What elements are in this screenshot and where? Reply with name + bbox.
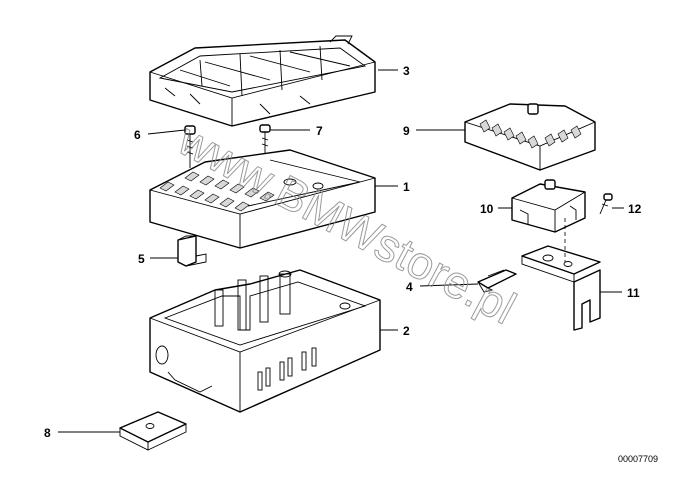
fuse-clips: [159, 171, 275, 212]
callout-5: 5: [138, 252, 145, 266]
callout-6: 6: [134, 128, 141, 142]
callout-8: 8: [44, 426, 51, 440]
leader-6: [147, 129, 186, 135]
part-2-housing: [149, 269, 381, 413]
callout-7: 7: [316, 124, 323, 138]
callout-11: 11: [627, 286, 640, 300]
part-3-cover: [149, 35, 376, 127]
callout-2: 2: [403, 324, 410, 338]
part-5-clip: [177, 235, 207, 267]
part-10-fuse-holder: [511, 179, 586, 233]
leader-4: [419, 283, 479, 287]
leader-lines: [58, 69, 624, 433]
callout-4: 4: [406, 280, 413, 294]
callout-labels: 3 6 7 9 1 10 12 5 4 11 2 8: [44, 64, 642, 440]
part-11-mounting-bracket: [521, 245, 601, 331]
callout-1: 1: [403, 180, 410, 194]
callout-3: 3: [403, 64, 410, 78]
callout-9: 9: [403, 124, 410, 138]
part-9-terminal-block: [464, 103, 596, 171]
callout-12: 12: [628, 202, 642, 216]
part-4-fuse: [477, 269, 517, 293]
callout-10: 10: [480, 202, 494, 216]
part-6-screw: [184, 125, 196, 168]
document-number: 00007709: [618, 454, 658, 464]
part-8-bracket: [119, 411, 187, 451]
part-1-fusebox: [149, 149, 376, 249]
part-12-screw: [599, 193, 613, 215]
